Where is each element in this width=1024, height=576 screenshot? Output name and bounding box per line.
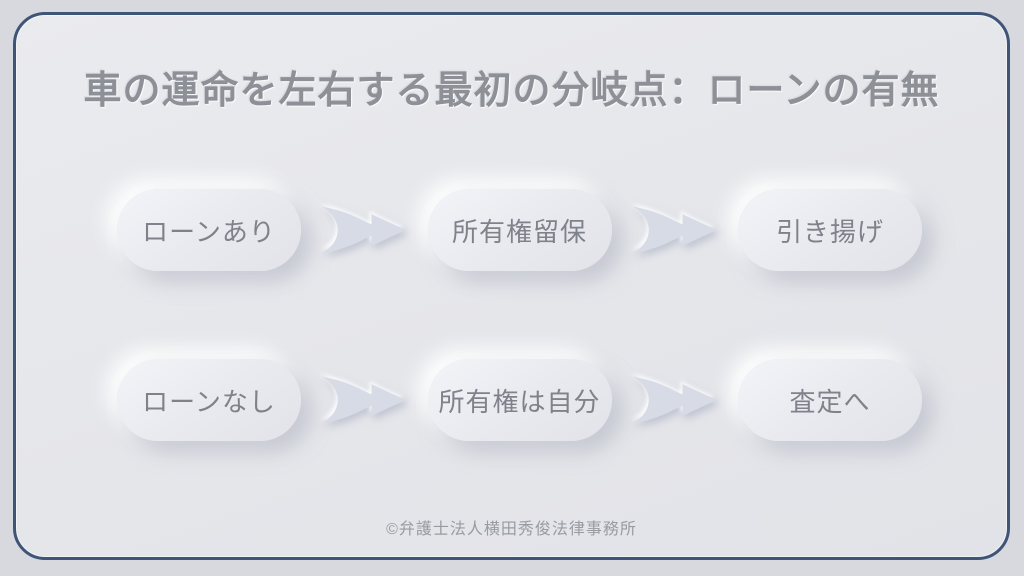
flow-row-loan-no: ローンなし 所有権は自分 査定へ: [117, 359, 922, 441]
flow-step-pill: 査定へ: [738, 359, 922, 441]
arrow-right-icon: [632, 376, 717, 424]
arrow-right-icon: [632, 206, 717, 254]
flow-step-pill: ローンあり: [117, 189, 301, 271]
page-title: 車の運命を左右する最初の分岐点：ローンの有無: [83, 70, 940, 112]
flow-step-pill: 引き揚げ: [738, 189, 922, 271]
arrow-right-icon: [321, 376, 406, 424]
flow-step-pill: 所有権留保: [427, 189, 612, 271]
copyright-text: ©弁護士法人横田秀俊法律事務所: [386, 521, 637, 538]
flow-step-pill: ローンなし: [117, 359, 301, 441]
infographic-card: 車の運命を左右する最初の分岐点：ローンの有無 ローンあり 所有権留保 引き揚げ …: [13, 12, 1010, 560]
flow-row-loan-yes: ローンあり 所有権留保 引き揚げ: [117, 189, 922, 271]
flow-step-pill: 所有権は自分: [427, 359, 612, 441]
arrow-right-icon: [321, 206, 406, 254]
